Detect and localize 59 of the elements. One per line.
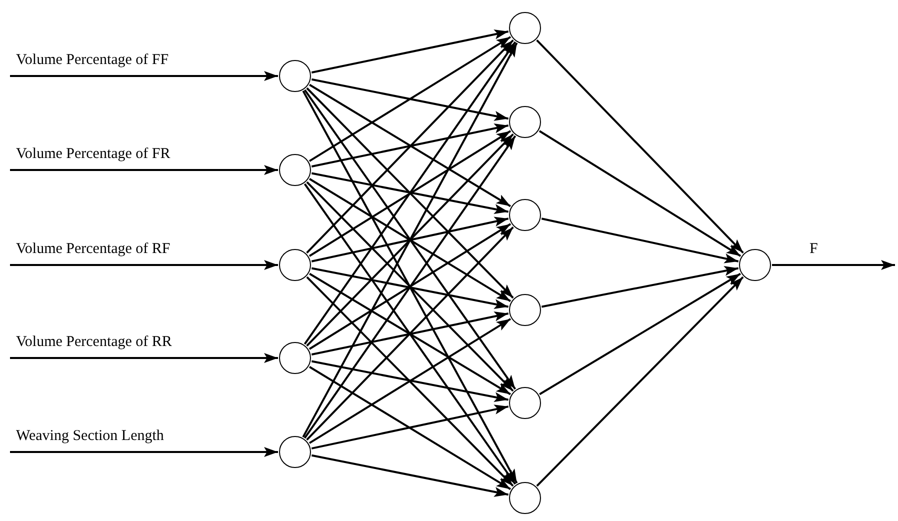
arrow (10, 447, 278, 457)
arrow (541, 218, 739, 264)
arrow (312, 360, 508, 402)
arrow (309, 178, 511, 302)
arrow (306, 181, 514, 392)
neuron-circle (279, 249, 311, 281)
neuron-circle (279, 342, 311, 374)
edge-label: Weaving Section Length (15, 428, 165, 444)
edge-label: Volume Percentage of FF (15, 52, 170, 68)
arrow (311, 311, 509, 356)
arrow (306, 133, 514, 347)
arrow (312, 172, 508, 214)
arrow (304, 183, 516, 485)
neuron-circle (509, 482, 541, 514)
neuron-circle (279, 436, 311, 468)
arrow (311, 404, 509, 450)
arrow (304, 135, 516, 439)
neuron-circle (509, 12, 541, 44)
arrow (538, 130, 742, 257)
arrow (10, 353, 278, 363)
arrow (311, 78, 509, 121)
edge-label: Volume Percentage of RF (15, 241, 172, 257)
neuron-circle (509, 199, 541, 231)
neuron-circle (279, 154, 311, 186)
arrow (311, 29, 509, 74)
arrow (308, 36, 512, 162)
neuron-circle (509, 106, 541, 138)
arrow (302, 90, 518, 484)
arrow (306, 40, 514, 254)
arrow (772, 260, 895, 270)
neuron-circle (739, 249, 771, 281)
arrow (542, 266, 738, 308)
neuron-circle (509, 294, 541, 326)
neuron-circle (279, 60, 311, 92)
arrow (309, 272, 511, 396)
arrow (306, 276, 514, 487)
arrow (10, 71, 278, 81)
edge-label: Volume Percentage of RR (15, 334, 173, 350)
arrow (302, 42, 518, 438)
arrow (304, 41, 516, 345)
arrow (306, 226, 514, 440)
arrow (311, 216, 509, 262)
arrow (536, 276, 744, 487)
arrow (536, 40, 744, 254)
neuron-circle (509, 387, 541, 419)
arrow (309, 366, 511, 490)
arrow (308, 130, 512, 257)
arrow (306, 87, 514, 299)
arrow (308, 223, 512, 350)
arrow (308, 318, 512, 444)
arrow (304, 89, 516, 390)
edge-label: Volume Percentage of FR (15, 146, 172, 162)
arrow (10, 260, 278, 270)
arrow (10, 165, 278, 175)
arrow (312, 267, 508, 309)
arrow (311, 123, 509, 168)
arrow (309, 84, 511, 208)
arrow (539, 272, 741, 396)
arrow (311, 454, 509, 497)
